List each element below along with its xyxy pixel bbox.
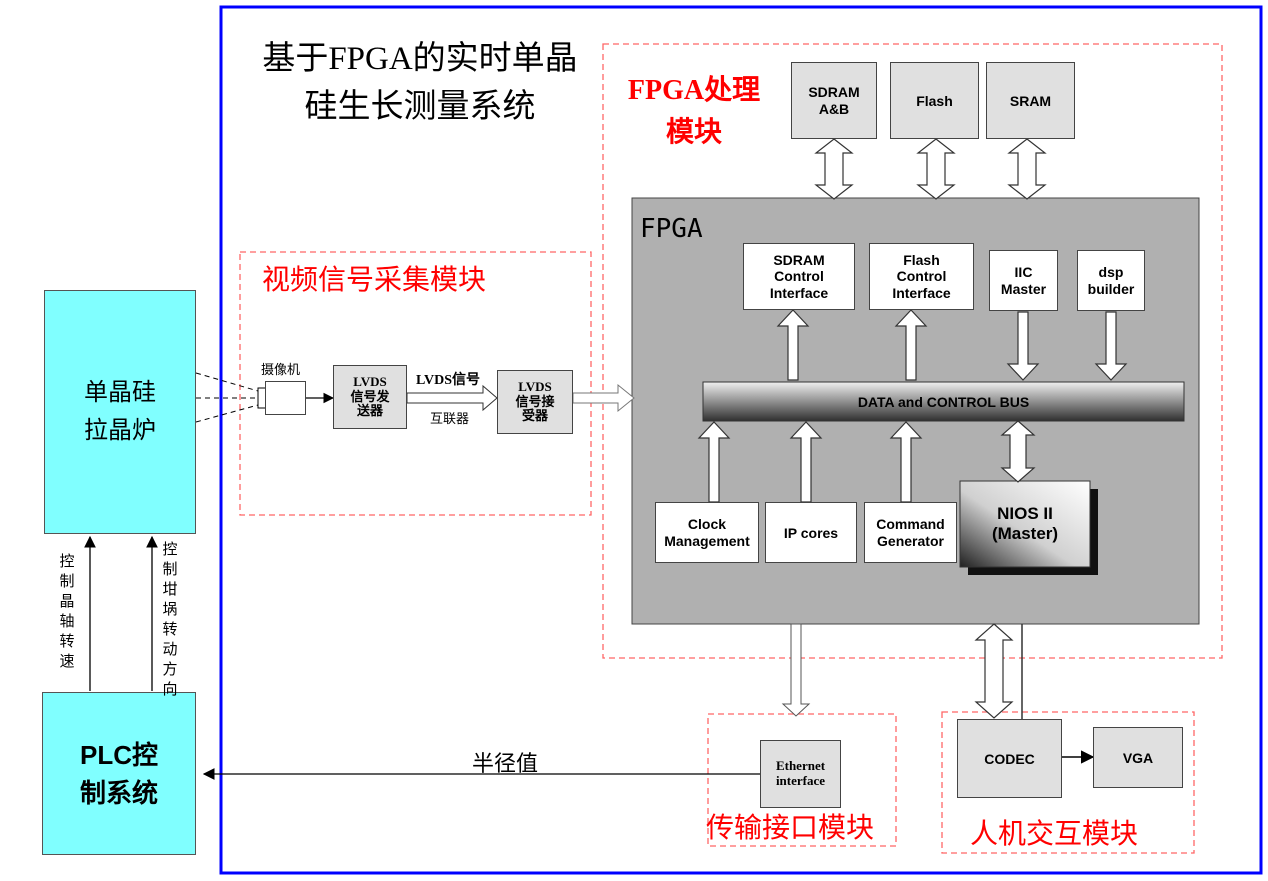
camera-view-lines bbox=[195, 372, 259, 423]
vga-box: VGA bbox=[1093, 727, 1183, 788]
codec-box: CODEC bbox=[957, 719, 1062, 798]
radius-value-label: 半径值 bbox=[472, 751, 539, 776]
fpga-codec-bidir-arrow bbox=[974, 623, 1014, 719]
hmi-module-border bbox=[941, 711, 1195, 854]
ip-cores-box: IP cores bbox=[765, 502, 857, 563]
clock-management-box: Clock Management bbox=[655, 502, 759, 563]
nios-box bbox=[959, 480, 1091, 568]
flash-control-interface: Flash Control Interface bbox=[869, 243, 974, 310]
ctrl-speed-label: 控制晶轴转速 bbox=[59, 553, 75, 670]
rx-fpga-arrow bbox=[572, 383, 635, 413]
lvds-signal-label: LVDS信号 bbox=[416, 373, 481, 388]
camera-lens bbox=[257, 387, 265, 409]
data-control-bus bbox=[702, 381, 1185, 422]
diagram-title: 基于FPGA的实时单晶硅生长测量系统 bbox=[262, 41, 578, 125]
video-module-label: 视频信号采集模块 bbox=[262, 264, 487, 295]
sram-box: SRAM bbox=[986, 62, 1075, 139]
ethernet-interface-box: Ethernet interface bbox=[760, 740, 841, 808]
sdram-control-interface: SDRAM Control Interface bbox=[743, 243, 855, 310]
interconnect-label: 互联器 bbox=[430, 411, 470, 426]
iic-master-box: IIC Master bbox=[989, 250, 1058, 311]
ctrl-direction-label: 控制坩埚转动方向 bbox=[162, 541, 178, 698]
camera-label: 摄像机 bbox=[261, 362, 301, 377]
lvds-receiver-box: LVDS 信号接 受器 bbox=[497, 370, 573, 434]
nios-bidir-arrow bbox=[1000, 420, 1036, 483]
fpga-module-label: FPGA处理模块 bbox=[627, 75, 761, 148]
hmi-module-label: 人机交互模块 bbox=[970, 818, 1139, 849]
fpga-module-border bbox=[602, 43, 1223, 659]
bus-label: DATA and CONTROL BUS bbox=[857, 393, 1030, 410]
transmission-module-border bbox=[707, 713, 897, 847]
bus-down-arrows bbox=[1006, 311, 1128, 381]
crystal-furnace-box: 单晶硅 拉晶炉 bbox=[44, 290, 196, 534]
dsp-builder-box: dsp builder bbox=[1077, 250, 1145, 311]
nios-ii-master-box: NIOS II (Master) bbox=[991, 504, 1059, 543]
lvds-transmitter-box: LVDS 信号发 送器 bbox=[333, 365, 407, 429]
plc-system-box: PLC控 制系统 bbox=[42, 692, 196, 855]
camera-box bbox=[265, 381, 306, 415]
sdram-box: SDRAM A&B bbox=[791, 62, 877, 139]
bus-up-arrows bbox=[776, 309, 928, 381]
lower-up-arrows bbox=[697, 421, 923, 503]
transmission-module-label: 传输接口模块 bbox=[706, 812, 875, 843]
video-module-border bbox=[239, 251, 592, 516]
fpga-ethernet-arrow bbox=[781, 623, 811, 717]
tx-rx-arrow bbox=[406, 384, 498, 412]
fpga-label: FPGA bbox=[640, 214, 703, 244]
system-border bbox=[219, 5, 1263, 875]
memory-bidir-arrows bbox=[814, 138, 1047, 200]
command-generator-box: Command Generator bbox=[864, 502, 957, 563]
flash-box: Flash bbox=[890, 62, 979, 139]
